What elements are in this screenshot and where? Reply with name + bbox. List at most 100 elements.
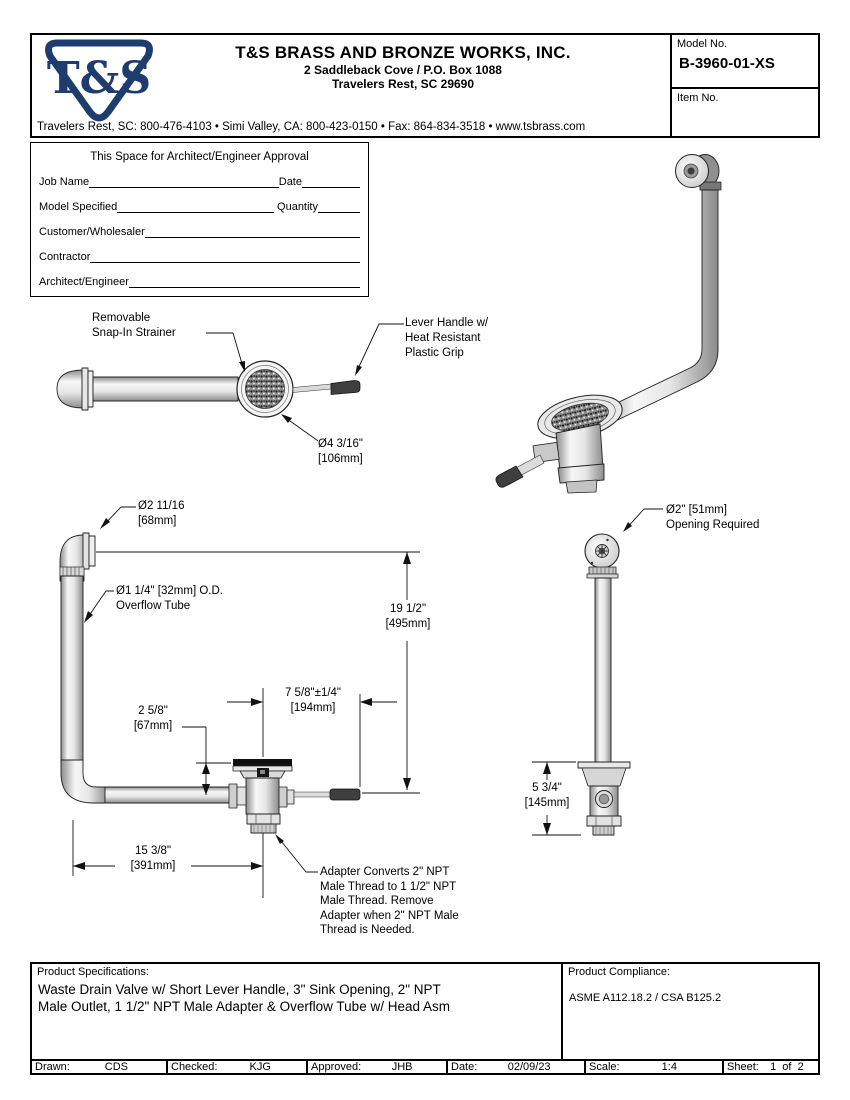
lever-rod	[292, 383, 332, 393]
cap-flange	[81, 367, 89, 411]
right-port	[278, 786, 288, 808]
lever-grip-front	[329, 788, 361, 801]
label-removable-strainer: Removable Snap-In Strainer	[92, 311, 176, 341]
date-blank	[302, 174, 360, 188]
model-no-label: Model No.	[677, 38, 728, 50]
footer-scale: Scale: 1:4	[586, 1059, 724, 1075]
header-left: T&S T&S BRASS AND BRONZE WORKS, INC. 2 S…	[32, 35, 672, 136]
dim-length-15-3-8: 15 3/8" [391mm]	[115, 844, 191, 874]
approval-row-contractor: Contractor	[31, 238, 368, 263]
company-address1: 2 Saddleback Cove / P.O. Box 1088	[304, 63, 502, 77]
label-lever-handle: Lever Handle w/ Heat Resistant Plastic G…	[405, 316, 489, 361]
sheet-label: Sheet:	[727, 1061, 759, 1073]
left-port	[228, 783, 238, 809]
spec-section: Product Specifications: Waste Drain Valv…	[30, 962, 820, 1075]
approval-row-architect: Architect/Engineer	[31, 263, 368, 288]
side-view-strainer-drawing	[56, 323, 404, 444]
footer-sheet: Sheet: 1 of 2	[724, 1059, 818, 1075]
overflow-tube-horizontal	[104, 786, 234, 804]
header-right: Model No. B-3960-01-XS Item No.	[670, 35, 820, 136]
arrowheads	[239, 361, 362, 423]
jobname-blank	[89, 174, 279, 188]
approval-row-model: Model Specified Quantity	[31, 188, 368, 213]
standpipe	[594, 577, 612, 763]
quantity-label: Quantity	[273, 201, 318, 213]
compliance-text: ASME A112.18.2 / CSA B125.2	[569, 992, 722, 1004]
strainer-face	[245, 369, 285, 409]
modelspec-blank	[117, 199, 274, 213]
date-value: 02/09/23	[507, 1061, 551, 1073]
label-adapter-note: Adapter Converts 2" NPT Male Thread to 1…	[320, 865, 459, 938]
drawn-value: CDS	[104, 1061, 129, 1073]
lever-grip-3d	[495, 465, 524, 488]
approval-title: This Space for Architect/Engineer Approv…	[90, 151, 309, 163]
date-label: Date:	[451, 1061, 478, 1073]
outlet-3d	[565, 479, 598, 494]
jobname-label: Job Name	[39, 176, 90, 188]
dim-height-19-1-2: 19 1/2" [495mm]	[376, 602, 440, 632]
end-cap	[56, 369, 85, 409]
logo-triangle-icon	[45, 39, 153, 122]
contractor-label: Contractor	[39, 251, 91, 263]
valve-flange-front	[577, 761, 631, 769]
ts-logo: T&S	[45, 39, 153, 122]
strainer-3d	[537, 394, 623, 440]
architect-blank	[128, 274, 360, 288]
company-block: T&S BRASS AND BRONZE WORKS, INC. 2 Saddl…	[172, 43, 634, 91]
approval-row-customer: Customer/Wholesaler	[31, 213, 368, 238]
company-name: T&S BRASS AND BRONZE WORKS, INC.	[235, 43, 571, 62]
npt-adapter	[250, 823, 277, 834]
dim-flange-2-5-8: 2 5/8" [67mm]	[125, 704, 181, 734]
perspective-view-drawing	[495, 154, 722, 494]
compliance-block: Product Compliance: ASME A112.18.2 / CSA…	[563, 964, 820, 1016]
checked-label: Checked:	[171, 1061, 218, 1073]
dim-lever-7-5-8: 7 5/8"±1/4" [194mm]	[272, 686, 354, 716]
title-block-footer: Drawn: CDS Checked: KJG Approved: JHB Da…	[32, 1059, 818, 1075]
date-label: Date	[278, 176, 302, 188]
overflow-tube-3d	[597, 189, 719, 427]
quantity-blank	[318, 199, 360, 213]
label-opening-required: Ø2" [51mm] Opening Required	[666, 503, 760, 533]
approval-box: This Space for Architect/Engineer Approv…	[30, 142, 369, 297]
lever-grip	[330, 380, 361, 395]
header: T&S T&S BRASS AND BRONZE WORKS, INC. 2 S…	[30, 33, 820, 138]
lever-rod-front	[293, 791, 331, 798]
overflow-tube-side	[92, 376, 239, 402]
logo-text: T&S	[47, 53, 151, 104]
valve-body	[245, 777, 280, 815]
scale-value: 1:4	[661, 1061, 677, 1073]
sink-flange-top	[233, 759, 292, 766]
modelspec-label: Model Specified	[39, 201, 118, 213]
elevation-view-drawing	[532, 508, 663, 836]
checked-value: KJG	[249, 1061, 271, 1073]
dimension-arrows	[73, 518, 411, 870]
customer-label: Customer/Wholesaler	[39, 226, 145, 238]
dimensioned-drawing	[59, 506, 420, 898]
compliance-title: Product Compliance:	[568, 966, 671, 978]
thread-band	[59, 566, 85, 577]
dim-body-5-3-4: 5 3/4" [145mm]	[514, 781, 580, 811]
label-strainer-diameter: Ø4 3/16" [106mm]	[318, 437, 364, 467]
label-elbow-diameter: Ø2 11/16 [68mm]	[138, 499, 185, 529]
elbow-flange	[82, 532, 90, 570]
company-address2: Travelers Rest, SC 29690	[331, 77, 475, 91]
approved-label: Approved:	[311, 1061, 362, 1073]
approval-row-jobname: Job Name Date	[31, 163, 368, 188]
label-overflow-tube: Ø1 1/4" [32mm] O.D. Overflow Tube	[116, 584, 223, 614]
footer-checked: Checked: KJG	[168, 1059, 308, 1075]
sheet-value: 1 of 2	[770, 1061, 804, 1073]
footer-approved: Approved: JHB	[308, 1059, 448, 1075]
phone-line: Travelers Rest, SC: 800-476-4103 • Simi …	[37, 121, 586, 133]
customer-blank	[144, 224, 360, 238]
model-no-value: B-3960-01-XS	[679, 55, 775, 72]
scale-label: Scale:	[589, 1061, 620, 1073]
footer-drawn: Drawn: CDS	[32, 1059, 168, 1075]
overflow-tube-vertical	[60, 575, 84, 765]
approved-value: JHB	[391, 1061, 413, 1073]
spec-text: Waste Drain Valve w/ Short Lever Handle,…	[38, 982, 450, 1014]
hex-nut-3d	[557, 463, 605, 484]
hex-nut	[246, 813, 281, 825]
contractor-blank	[90, 249, 360, 263]
